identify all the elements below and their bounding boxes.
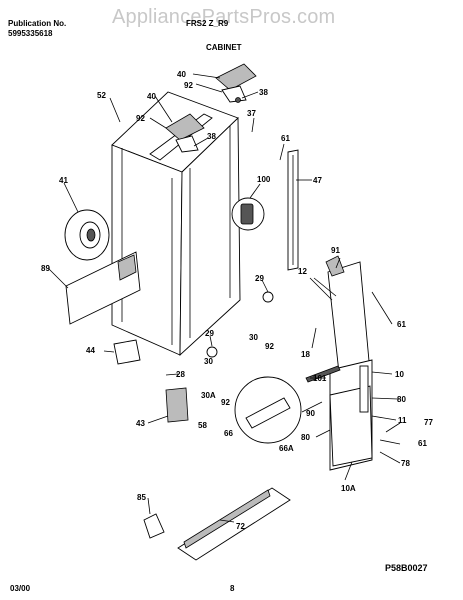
cover-panel [65,251,141,325]
callout-38: 38 [207,132,216,141]
callout-30A: 30A [201,391,216,400]
callout-90: 90 [306,409,315,418]
upper-hinge-assembly [165,113,205,153]
callout-92-mid: 92 [265,342,274,351]
callout-89: 89 [41,264,50,273]
watermark: AppliancePartsPros.com [112,6,336,28]
callout-101: 101 [313,374,327,383]
publication-number: 5995335618 [8,29,53,38]
callout-40-top: 40 [177,70,186,79]
callout-92-top: 92 [184,81,193,90]
round-grommet [64,209,110,261]
callout-29-upper: 29 [255,274,264,283]
callout-92: 92 [136,114,145,123]
callout-37: 37 [247,109,256,118]
block-44 [113,339,141,365]
diagram-id: P58B0027 [385,563,428,573]
callout-47: 47 [313,176,322,185]
publication-label: Publication No. [8,19,67,28]
callout-66A: 66A [279,444,294,453]
callout-80-left: 80 [301,433,310,442]
washer-29 [262,291,274,303]
callout-92-lower: 92 [221,398,230,407]
callout-11: 11 [398,416,407,425]
callout-61-lower: 61 [418,439,427,448]
callout-29-lower: 29 [205,329,214,338]
callout-61-mid: 61 [397,320,406,329]
detail-circle-100 [231,197,265,231]
callout-58: 58 [198,421,207,430]
bracket-43 [165,387,189,423]
callout-44: 44 [86,346,95,355]
model-number: FRS2 Z_R9 [186,19,229,28]
footer-page: 8 [230,584,235,593]
vertical-strip [287,149,299,271]
callout-41: 41 [59,176,68,185]
callout-78: 78 [401,459,410,468]
callout-18: 18 [301,350,310,359]
kickplate-assembly [143,487,291,561]
callout-72: 72 [236,522,245,531]
top-hinge-assembly [215,63,257,103]
callout-61-top: 61 [281,134,290,143]
section-title: CABINET [206,43,242,52]
callout-12: 12 [298,267,307,276]
footer-date: 03/00 [10,584,31,593]
callout-10: 10 [395,370,404,379]
side-bracket [325,255,371,383]
callout-30-upper: 30 [249,333,258,342]
callout-30-lower: 30 [204,357,213,366]
lower-panels [329,359,373,471]
callout-85: 85 [137,493,146,502]
callout-43: 43 [136,419,145,428]
callout-28: 28 [176,370,185,379]
leader-lines [47,73,401,523]
callout-52: 52 [97,91,106,100]
callout-91: 91 [331,246,340,255]
callout-labels: 40 92 38 52 40 92 38 37 61 47 100 41 89 … [41,70,433,531]
washer-29b [206,346,218,358]
callout-66: 66 [224,429,233,438]
callout-100: 100 [257,175,271,184]
detail-circle-66 [234,376,302,444]
callout-40: 40 [147,92,156,101]
callout-38-top: 38 [259,88,268,97]
callout-80-right: 80 [397,395,406,404]
callout-10A: 10A [341,484,356,493]
callout-77: 77 [424,418,433,427]
